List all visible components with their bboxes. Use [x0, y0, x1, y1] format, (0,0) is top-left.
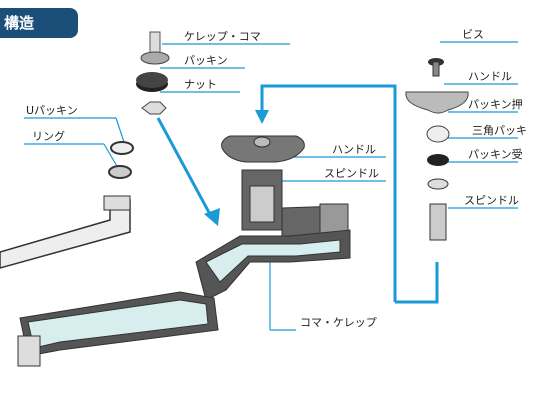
assembly-arrows — [156, 84, 439, 304]
label-kerep-koma: ケレップ・コマ — [184, 30, 261, 43]
label-koma-kerep: コマ・ケレップ — [300, 316, 377, 329]
packing-part — [136, 72, 168, 92]
arrow-head-down-right — [255, 110, 269, 124]
handle-right-part — [405, 91, 469, 114]
label-handle-right: ハンドル — [468, 70, 512, 83]
packing-receiver-part — [427, 178, 449, 190]
ring-part — [108, 165, 132, 179]
label-packing-receiver: パッキン受 — [468, 148, 523, 161]
label-ring: リング — [32, 130, 65, 143]
label-spindle-right: スピンドル — [464, 194, 519, 207]
spindle-right-part — [429, 203, 447, 241]
label-triangle-packing: 三角パッキ — [472, 124, 527, 137]
label-screw: ビス — [462, 28, 484, 41]
label-u-packing: Uパッキン — [26, 104, 78, 117]
section-title: 構造 — [0, 8, 78, 38]
nut-part — [141, 101, 167, 115]
faucet-body — [17, 135, 351, 367]
u-packing-part — [110, 141, 134, 155]
screw-part — [428, 58, 444, 77]
triangle-packing-part — [427, 154, 449, 166]
label-packing-presser: パッキン押 — [468, 98, 523, 111]
left-pipe — [0, 195, 131, 269]
label-spindle-main: スピンドル — [324, 167, 379, 180]
label-handle-main: ハンドル — [332, 143, 376, 156]
label-packing: パッキン — [184, 54, 228, 67]
arrow-head-down-left — [204, 208, 220, 226]
packing-presser-part — [426, 125, 450, 143]
label-nut: ナット — [184, 78, 217, 91]
kerep-koma-part — [140, 31, 170, 65]
